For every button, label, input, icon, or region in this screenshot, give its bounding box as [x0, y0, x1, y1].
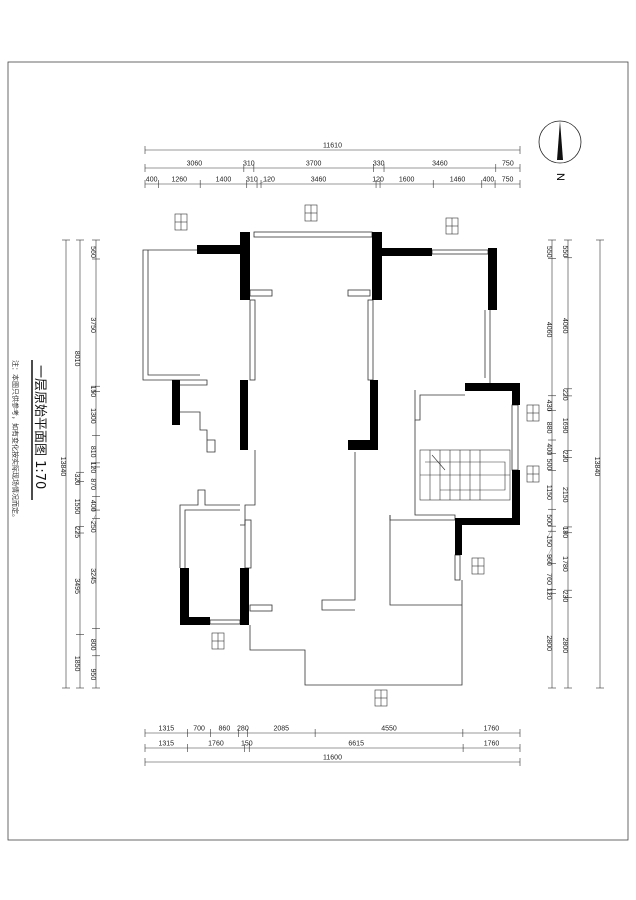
- dimension-label: 760: [545, 573, 552, 585]
- dimension-label: 120: [372, 177, 384, 184]
- dimension-label: 400: [483, 177, 495, 184]
- dimension-label: 11610: [323, 143, 342, 150]
- dimension-label: 1550: [73, 499, 80, 515]
- dimension-label: 400: [89, 500, 96, 512]
- dimension-label: 550: [545, 246, 552, 258]
- room-tags: [174, 204, 540, 707]
- room-tag-icon: [374, 689, 388, 707]
- dimension-label: 500: [545, 514, 552, 526]
- structural-walls: [172, 232, 520, 625]
- dimension-leader: [546, 528, 553, 539]
- dimension-label: 750: [502, 177, 514, 184]
- dimension-label: 220: [561, 389, 568, 401]
- dimension-label: 430: [545, 400, 552, 412]
- dimension-label: 950: [89, 669, 96, 681]
- dimension-label: 1315: [158, 741, 174, 748]
- dimension-leader: [546, 547, 553, 558]
- dimension-label: 120: [89, 462, 96, 474]
- dimension-label: 220: [561, 451, 568, 463]
- dimension-label: 810: [89, 446, 96, 458]
- dimension-label: 960: [545, 554, 552, 566]
- dimension-label: 11600: [323, 755, 342, 762]
- dimension-label: 3060: [187, 161, 203, 168]
- dimension-label: 500: [545, 459, 552, 471]
- staircase: [419, 449, 511, 501]
- dimension-label: 280: [237, 726, 249, 733]
- dimension-label: 1260: [171, 177, 187, 184]
- drawing-note: 注：本图只供参考，如有变化按实际现场情况而定。: [11, 360, 20, 521]
- dimension-chains: 11610 3060 310 3700 330 3460 750 400 1260 1400 310…: [59, 143, 604, 766]
- dimension-label: 4060: [561, 318, 568, 334]
- dimension-label: 1600: [399, 177, 415, 184]
- dimension-label: 3460: [432, 161, 448, 168]
- dimension-label: 800: [89, 639, 96, 651]
- dimension-label: 150: [241, 741, 253, 748]
- north-label: N: [554, 173, 566, 181]
- dimension-label: 180: [561, 527, 568, 539]
- dimension-label: 400: [545, 443, 552, 455]
- room-tag-icon: [211, 632, 225, 650]
- dimension-label: 150: [89, 385, 96, 397]
- room-tag-icon: [526, 404, 540, 422]
- dimension-label: 8010: [73, 351, 80, 367]
- dimension-label: 1760: [484, 741, 500, 748]
- dimension-label: 2085: [273, 726, 289, 733]
- dimension-label: 1150: [545, 485, 552, 500]
- dimension-label: 3495: [73, 578, 80, 594]
- dimension-label: 2800: [545, 635, 552, 651]
- dimension-label: 1760: [208, 741, 224, 748]
- dimension-label: 120: [545, 588, 552, 600]
- room-tag-icon: [526, 465, 540, 483]
- plan-outlines: [142, 231, 519, 686]
- dimension-label: 4060: [545, 322, 552, 338]
- dimension-label: 13840: [593, 457, 600, 477]
- dimension-label: 1300: [89, 408, 96, 424]
- dimension-label: 3460: [311, 177, 327, 184]
- dimension-label: 310: [243, 161, 255, 168]
- dimension-label: 250: [89, 521, 96, 533]
- dimension-label: 2800: [561, 638, 568, 654]
- dimension-label: 1315: [159, 726, 175, 733]
- north-arrow-icon: N: [538, 120, 582, 181]
- dimension-label: 700: [193, 726, 205, 733]
- room-tag-icon: [471, 557, 485, 575]
- dimension-leader: [90, 514, 97, 525]
- dimension-label: 1760: [484, 726, 500, 733]
- dimension-label: 6615: [348, 741, 364, 748]
- dimension-label: 1690: [561, 418, 568, 434]
- dimension-label: 880: [545, 422, 552, 434]
- dimension-label: 13840: [59, 457, 66, 477]
- drawing-border: [7, 61, 629, 841]
- dimension-label: 1850: [73, 656, 80, 672]
- dimension-label: 3245: [89, 568, 96, 584]
- dimension-label: 1400: [216, 177, 232, 184]
- dimension-label: 870: [89, 478, 96, 490]
- dimension-label: 4550: [381, 726, 397, 733]
- dimension-label: 3750: [89, 317, 96, 333]
- dimension-label: 225: [73, 526, 80, 538]
- dimension-label: 550: [561, 246, 568, 258]
- dimension-leader: [258, 178, 270, 185]
- dimension-label: 560: [89, 246, 96, 258]
- dimension-label: 1460: [450, 177, 466, 184]
- dimension-label: 120: [263, 177, 275, 184]
- room-tag-icon: [304, 204, 318, 222]
- dimension-label: 150: [545, 535, 552, 547]
- drawing-title: 一层原始平面图 1:70: [32, 365, 47, 489]
- dimension-label: 2150: [561, 487, 568, 503]
- dimension-label: 230: [561, 591, 568, 603]
- dimension-label: 320: [73, 474, 80, 486]
- dimension-label: 860: [219, 726, 231, 733]
- dimension-label: 310: [246, 177, 258, 184]
- dimension-label: 330: [373, 161, 385, 168]
- room-tag-icon: [445, 217, 459, 235]
- dimension-label: 3700: [306, 161, 322, 168]
- dimension-label: 400: [146, 177, 158, 184]
- dimension-label: 750: [502, 161, 514, 168]
- dimension-label: 1780: [561, 556, 568, 572]
- room-tag-icon: [174, 213, 188, 231]
